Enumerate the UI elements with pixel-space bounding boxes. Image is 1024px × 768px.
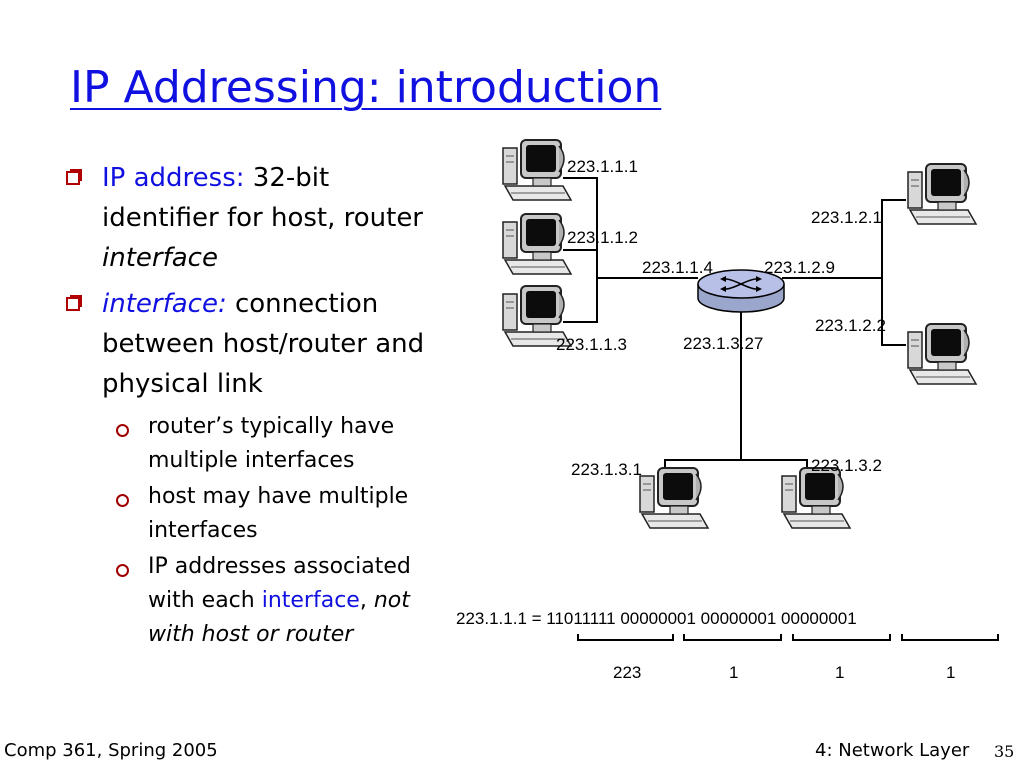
host-computer-icon: [502, 139, 572, 201]
bullet-interface: interface: connection between host/route…: [66, 284, 450, 404]
sub-bullet-marker-icon: [116, 564, 129, 577]
octet-brackets: [577, 634, 999, 641]
bullet-list: IP address: 32-bit identifier for host, …: [66, 158, 450, 654]
term-interface: interface:: [102, 289, 227, 319]
addr-223-1-1-4: 223.1.1.4: [642, 258, 713, 277]
bullet-marker-icon: [66, 169, 82, 185]
sub-bullet-multiple-interfaces: router’s typically have multiple interfa…: [66, 410, 450, 478]
bullet-text: connection between host/router and physi…: [102, 289, 425, 399]
not-with-host-italic: not with host or router: [148, 588, 410, 647]
sub-bullet-text: IP addresses associated with each: [148, 554, 411, 613]
host-computer-icon: [502, 213, 572, 275]
router-icon: [697, 269, 785, 313]
term-interface-italic: interface: [102, 243, 218, 273]
bullet-text: 32-bit identifier for host, router: [102, 163, 424, 233]
bullet-ip-address: IP address: 32-bit identifier for host, …: [66, 158, 450, 278]
addr-223-1-3-1: 223.1.3.1: [571, 460, 642, 479]
addr-223-1-1-1: 223.1.1.1: [567, 157, 638, 176]
comma: ,: [359, 588, 367, 613]
sub-bullet-text: router’s typically have multiple interfa…: [148, 414, 395, 473]
addr-223-1-1-3: 223.1.1.3: [556, 335, 627, 354]
addr-223-1-2-1: 223.1.2.1: [811, 208, 882, 227]
addr-223-1-2-9: 223.1.2.9: [764, 258, 835, 277]
octet-label: 1: [729, 663, 738, 682]
addr-223-1-1-2: 223.1.1.2: [567, 228, 638, 247]
sub-bullet-associated: IP addresses associated with each interf…: [66, 550, 450, 652]
binary-address-line: 223.1.1.1 = 11011111 00000001 00000001 0…: [456, 609, 857, 628]
sub-bullet-marker-icon: [116, 424, 129, 437]
footer-course: Comp 361, Spring 2005: [4, 740, 218, 761]
host-computer-icon: [639, 467, 709, 529]
addr-223-1-3-27: 223.1.3.27: [683, 334, 763, 353]
host-computer-icon: [907, 163, 977, 225]
bullet-marker-icon: [66, 295, 82, 311]
host-computer-icon: [907, 323, 977, 385]
addr-223-1-3-2: 223.1.3.2: [811, 456, 882, 475]
term-ip-address: IP address:: [102, 163, 245, 193]
addr-223-1-2-2: 223.1.2.2: [815, 316, 886, 335]
footer-chapter: 4: Network Layer: [815, 740, 970, 761]
sub-bullet-host-multiple: host may have multiple interfaces: [66, 480, 450, 548]
page-number: 35: [994, 742, 1015, 761]
term-interface-blue: interface: [261, 588, 360, 613]
octet-label: 1: [946, 663, 955, 682]
slide-title: IP Addressing: introduction: [70, 62, 662, 113]
octet-label: 223: [613, 663, 641, 682]
sub-bullet-text: host may have multiple interfaces: [148, 484, 409, 543]
host-computer-icon: [781, 467, 851, 529]
octet-label: 1: [835, 663, 844, 682]
sub-bullet-marker-icon: [116, 494, 129, 507]
